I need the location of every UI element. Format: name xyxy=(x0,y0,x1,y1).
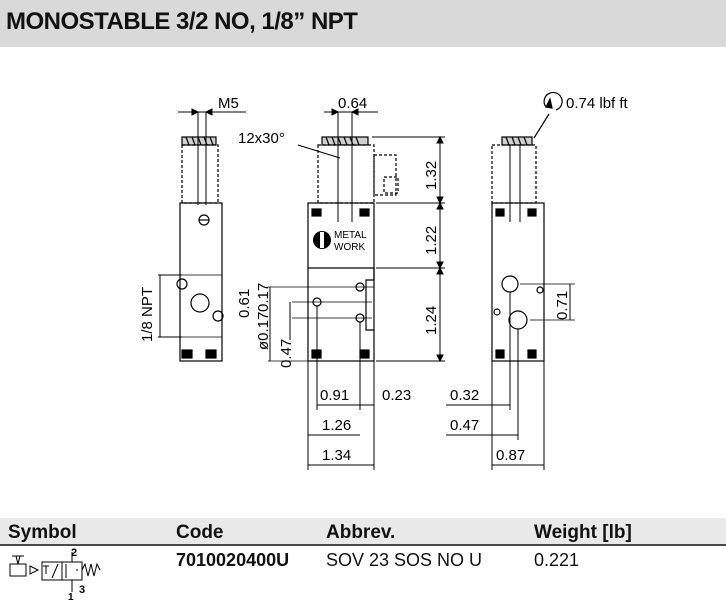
label-134: 1.34 xyxy=(322,447,351,464)
logo-text-bottom: WORK xyxy=(334,242,365,253)
label-047h: 0.47 xyxy=(450,417,479,434)
valve-symbol xyxy=(9,552,101,592)
label-126: 1.26 xyxy=(322,417,351,434)
label-124: 1.24 xyxy=(423,306,440,335)
table-row: 2 3 1 7010020400U SOV 23 SOS NO U 0.221 xyxy=(0,546,726,603)
technical-drawing: M5 1/8 NPT METAL WORK xyxy=(0,47,726,515)
logo-text-top: METAL xyxy=(334,230,367,241)
label-047v: 0.47 xyxy=(278,339,295,368)
port-label-1: 1 xyxy=(68,592,74,603)
label-017: 0.17 xyxy=(255,283,272,312)
right-coil xyxy=(491,144,537,204)
cell-code: 7010020400U xyxy=(176,550,290,570)
label-pitch: 12x30° xyxy=(238,130,285,147)
port-label-3: 3 xyxy=(79,584,86,596)
page-title: MONOSTABLE 3/2 NO, 1/8” NPT xyxy=(6,8,358,35)
middle-view xyxy=(268,112,399,362)
header-symbol: Symbol xyxy=(8,522,77,543)
header-weight: Weight [lb] xyxy=(534,522,632,543)
label-064: 0.64 xyxy=(338,95,367,112)
cell-weight: 0.221 xyxy=(534,550,580,570)
table-header: Symbol Code Abbrev. Weight [lb] xyxy=(0,518,726,546)
title-bar: MONOSTABLE 3/2 NO, 1/8” NPT xyxy=(0,0,726,47)
metalwork-logo xyxy=(313,231,331,249)
drawing-svg: M5 1/8 NPT METAL WORK xyxy=(139,91,629,470)
label-087: 0.87 xyxy=(496,447,525,464)
vertical-dims xyxy=(372,135,445,363)
label-torque: 0.74 lbf ft xyxy=(566,95,629,112)
dim-064 xyxy=(324,108,378,116)
label-dia017: ø0.17 xyxy=(255,312,272,350)
left-view xyxy=(176,112,224,362)
npt-dimension xyxy=(158,274,182,338)
header-code: Code xyxy=(176,522,224,543)
pitch-leader xyxy=(297,144,341,159)
cell-abbrev: SOV 23 SOS NO U xyxy=(326,550,483,570)
label-132: 1.32 xyxy=(423,161,440,190)
label-071: 0.71 xyxy=(554,291,571,320)
m5-dimension xyxy=(178,108,246,116)
header-abbrev: Abbrev. xyxy=(326,522,396,543)
label-032: 0.32 xyxy=(450,387,479,404)
label-023: 0.23 xyxy=(382,387,411,404)
label-122: 1.22 xyxy=(423,226,440,255)
left-body xyxy=(179,202,223,362)
torque-symbol xyxy=(533,91,563,139)
port-label-2: 2 xyxy=(71,547,78,559)
label-061: 0.61 xyxy=(236,289,253,318)
left-coil xyxy=(181,144,219,204)
m5-label: M5 xyxy=(218,95,239,112)
label-091: 0.91 xyxy=(320,387,349,404)
middle-body xyxy=(307,202,375,362)
right-view xyxy=(491,136,575,362)
bottom-dims-middle xyxy=(307,306,375,470)
npt-label: 1/8 NPT xyxy=(139,287,156,342)
left-vertical-dims xyxy=(269,287,291,361)
bottom-dims-right xyxy=(446,292,545,470)
